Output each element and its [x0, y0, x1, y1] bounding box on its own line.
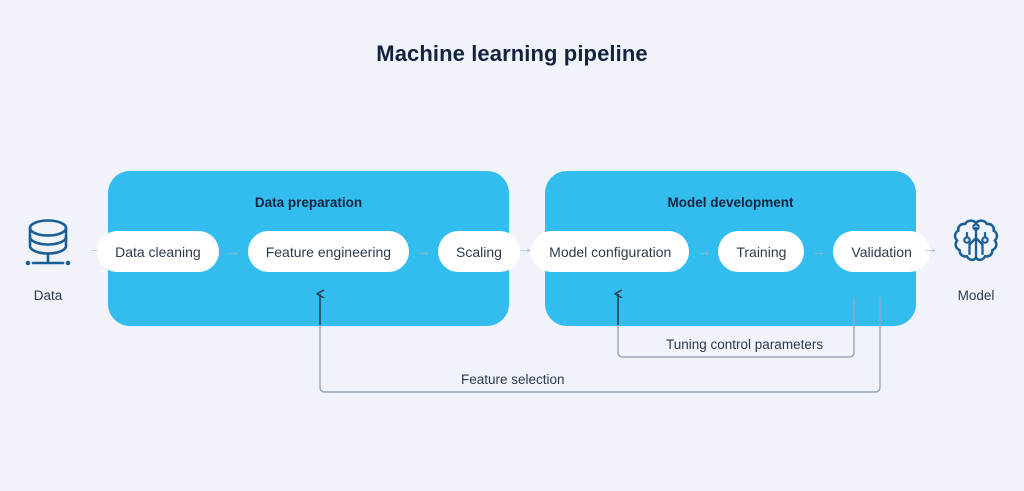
stage-panel-data-preparation[interactable]: Data preparation Data cleaning → Feature…	[97, 171, 520, 326]
step-validation[interactable]: Validation	[833, 231, 930, 272]
database-icon	[2, 214, 94, 276]
step-data-cleaning[interactable]: Data cleaning	[97, 231, 219, 272]
stage-title-data-preparation: Data preparation	[254, 195, 363, 210]
step-arrow-icon: →	[416, 243, 432, 260]
step-arrow-icon: →	[696, 243, 712, 260]
step-arrow-icon: →	[225, 243, 241, 260]
endpoint-data: Data	[2, 214, 94, 303]
step-row-model-development: Model configuration → Training → Validat…	[531, 231, 930, 272]
step-arrow-icon: →	[811, 243, 827, 260]
endpoint-model: Model	[930, 214, 1022, 303]
endpoint-label-model: Model	[957, 288, 995, 303]
connector-arrow-development-to-model: →	[922, 240, 938, 257]
connector-arrow-preparation-to-development: →	[517, 240, 533, 257]
step-row-data-preparation: Data cleaning → Feature engineering → Sc…	[97, 231, 520, 272]
page-title: Machine learning pipeline	[376, 41, 648, 66]
feedback-label-feature-selection: Feature selection	[452, 372, 574, 387]
step-feature-engineering[interactable]: Feature engineering	[247, 231, 410, 272]
brain-icon	[930, 214, 1022, 276]
endpoint-label-data: Data	[33, 288, 63, 303]
step-model-configuration[interactable]: Model configuration	[531, 231, 690, 272]
feedback-label-tuning: Tuning control parameters	[657, 337, 833, 352]
stage-title-model-development: Model development	[667, 195, 794, 210]
step-scaling[interactable]: Scaling	[438, 231, 520, 272]
step-training[interactable]: Training	[718, 231, 805, 272]
stage-panel-model-development[interactable]: Model development Model configuration → …	[531, 171, 930, 326]
